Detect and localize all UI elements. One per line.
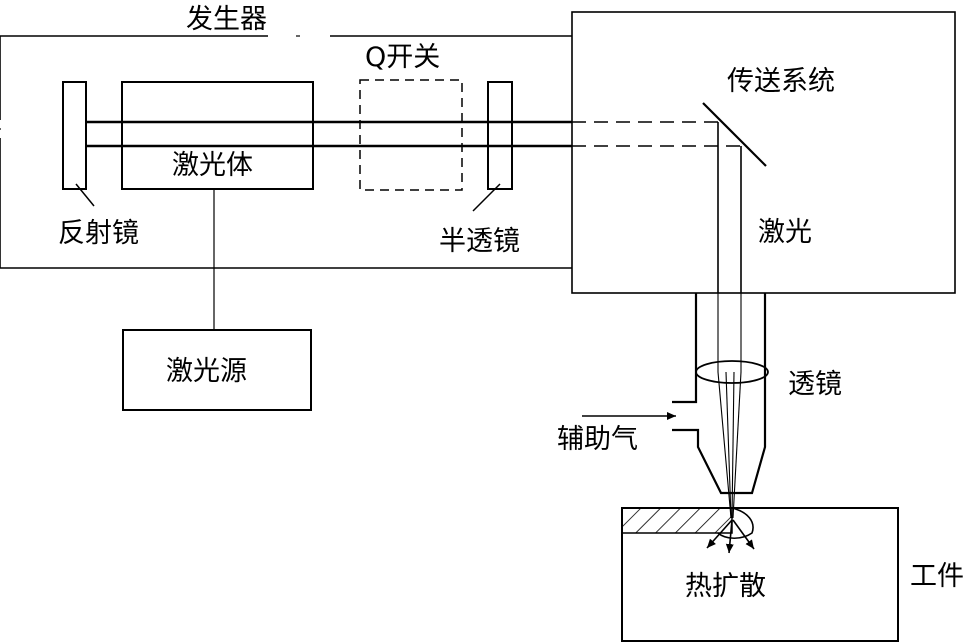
transfer-system-box: [571, 11, 956, 294]
lens-icon: [695, 360, 769, 384]
reflector-label: 反射镜: [58, 218, 139, 249]
half-mirror: [487, 81, 513, 190]
laser-source-box: [122, 329, 312, 411]
heat-affected-zone: [621, 507, 733, 534]
laser-beam-vertical: [717, 122, 742, 293]
lens-label: 透镜: [788, 369, 842, 400]
laser-label: 激光: [758, 217, 812, 248]
assist-gas-label: 辅助气: [557, 424, 638, 455]
focused-beam: [717, 293, 742, 519]
reflector-leader: [75, 183, 95, 207]
half-mirror-label: 半透镜: [439, 226, 520, 257]
q-switch-box: [359, 79, 463, 191]
transfer-system-label: 传送系统: [727, 66, 835, 97]
reflector-mirror: [62, 81, 87, 190]
laser-body-box: [121, 81, 314, 190]
generator-housing: [0, 35, 572, 269]
generator-label: 发生器: [186, 4, 267, 35]
workpiece-box: [621, 507, 899, 642]
molten-zone: [717, 507, 754, 540]
workpiece-label: 工件: [910, 561, 964, 592]
laser-beam-dashed: [572, 121, 741, 147]
q-switch-label: Q开关: [365, 42, 440, 73]
heat-diffusion-arrows: [706, 519, 755, 554]
turning-mirror: [702, 102, 767, 167]
half-mirror-leader: [472, 183, 501, 212]
laser-body-label: 激光体: [172, 150, 253, 181]
laser-beam-horizontal: [86, 120, 572, 148]
nozzle-head: [672, 293, 767, 495]
laser-source-label: 激光源: [166, 356, 247, 387]
heat-diffusion-label: 热扩散: [685, 571, 766, 602]
